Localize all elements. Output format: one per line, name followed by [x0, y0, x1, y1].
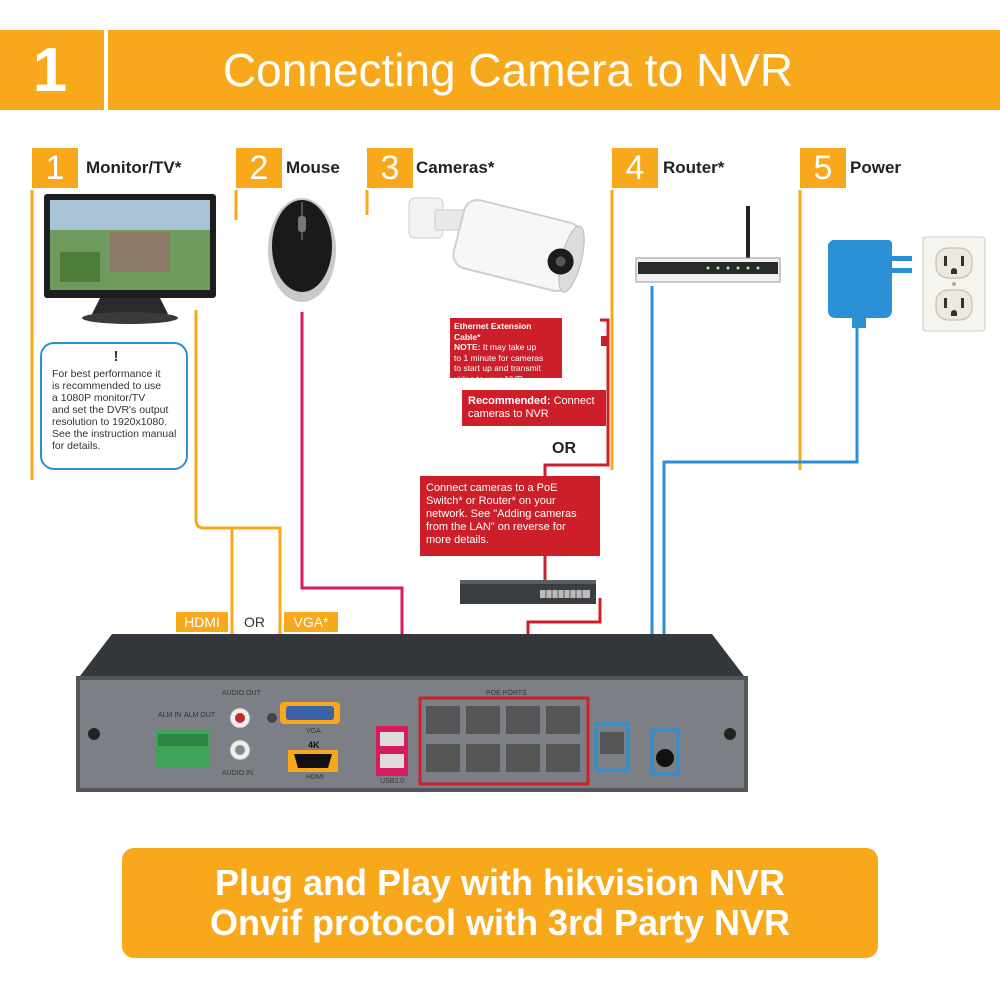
poe-note-line: Connect cameras to a PoE: [426, 482, 558, 494]
vga-port-label: VGA: [306, 728, 321, 735]
note-line: to start up and transmit: [454, 363, 541, 373]
vga-tag: VGA*: [284, 612, 338, 632]
note-line: It may take up: [482, 342, 537, 352]
alm-in-label: ALM IN: [158, 712, 182, 719]
mouse-icon: [268, 198, 336, 302]
cable-connector: [601, 336, 608, 346]
step3-number: 3: [367, 148, 413, 188]
monitor-note-line: resolution to 1920x1080.: [52, 416, 168, 428]
fourk-label: 4K: [308, 740, 320, 750]
note-line: to 1 minute for cameras: [454, 352, 544, 363]
recommended-label: Recommended:: [468, 395, 551, 407]
camera-icon: [408, 197, 585, 293]
monitor-note-line: See the instruction manual: [52, 428, 177, 440]
power-adapter-icon: [828, 240, 912, 328]
poe-note-line: more details.: [426, 534, 489, 546]
step3-label: Cameras*: [416, 158, 495, 177]
poe-switch-note: Connect cameras to a PoE Switch* or Rout…: [420, 476, 600, 556]
monitor-note-line: a 1080P monitor/TV: [52, 392, 146, 404]
audio-in-label: AUDIO IN: [222, 770, 254, 777]
step1-label: Monitor/TV*: [86, 158, 182, 177]
hdmi-port-label: HDMI: [306, 774, 324, 781]
bottom-line-2: Onvif protocol with 3rd Party NVR: [209, 902, 791, 943]
recommended-line2: cameras to NVR: [468, 408, 549, 420]
router-icon: [635, 206, 781, 283]
monitor-icon: [44, 194, 216, 324]
recommended-text: Connect: [553, 395, 595, 407]
step4-label: Router*: [663, 158, 725, 177]
recommended-note: Recommended: Connect cameras to NVR: [462, 390, 606, 426]
note-label: NOTE:: [454, 342, 481, 352]
monitor-note-line: for details.: [52, 440, 101, 452]
step2-number: 2: [236, 148, 282, 188]
poe-ports-label: POE PORTS: [486, 690, 527, 697]
ethernet-cable-note: Ethernet Extension Cable* NOTE: It may t…: [450, 318, 562, 384]
vga-cable: [194, 310, 340, 712]
step1-number: 1: [32, 148, 78, 188]
page-title: Connecting Camera to NVR: [222, 44, 794, 96]
hdmi-tag: HDMI: [176, 612, 228, 632]
step5-number: 5: [800, 148, 846, 188]
header-banner: [0, 30, 1000, 110]
power-cable: [662, 320, 859, 735]
monitor-note: ! For best performance it is recommended…: [40, 342, 188, 470]
monitor-note-line: For best performance it: [52, 368, 161, 380]
video-or-text: OR: [244, 614, 265, 630]
alm-out-label: ALM OUT: [184, 712, 216, 719]
bottom-line-1: Plug and Play with hikvision NVR: [214, 862, 786, 903]
audio-out-label: AUDIO OUT: [222, 690, 261, 697]
camera-or-text: OR: [552, 440, 576, 457]
header-step-number: 1: [32, 35, 68, 105]
poe-note-line: Switch* or Router* on your: [426, 495, 556, 507]
step5-label: Power: [850, 158, 902, 177]
header-divider: [104, 30, 108, 110]
poe-note-line: network. See "Adding cameras: [426, 508, 577, 520]
cable-title: Ethernet Extension Cable*: [454, 321, 532, 342]
poe-note-line: from the LAN" on reverse for: [426, 521, 566, 533]
usb-label: USB2.0: [380, 778, 405, 785]
nvr-device: [76, 634, 748, 792]
wall-outlet-icon: [922, 236, 986, 332]
step2-label: Mouse: [286, 158, 340, 177]
bottom-banner: Plug and Play with hikvision NVR Onvif p…: [122, 848, 878, 958]
exclamation-icon: !: [113, 348, 119, 365]
step4-number: 4: [612, 148, 658, 188]
note-line: video to your NVR.: [454, 373, 526, 384]
monitor-note-line: and set the DVR's output: [52, 404, 169, 416]
monitor-note-line: is recommended to use: [52, 380, 162, 392]
poe-switch-icon: [460, 580, 596, 604]
